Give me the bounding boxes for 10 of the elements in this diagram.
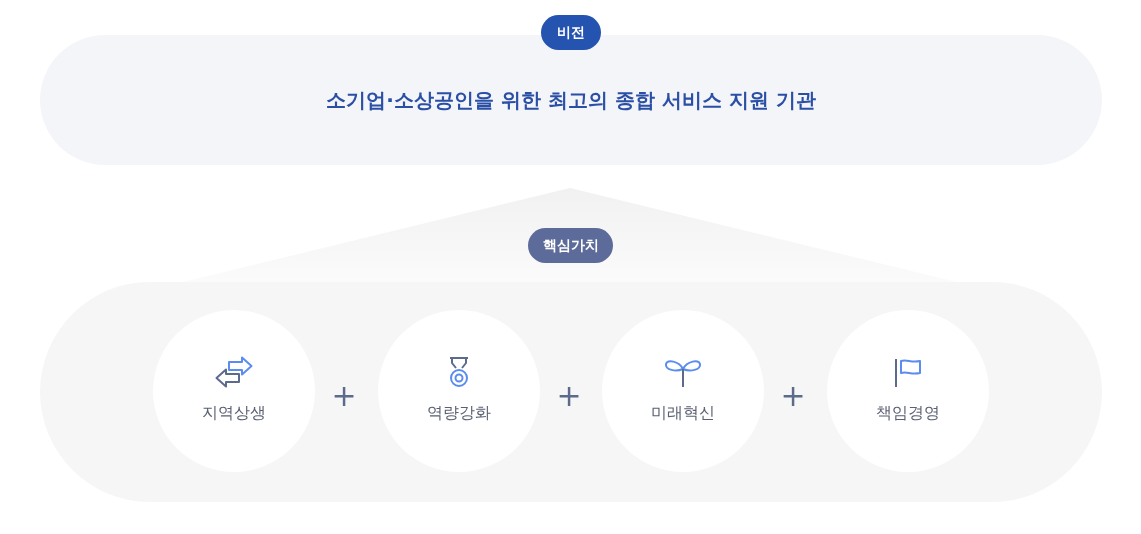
vision-badge: 비전 [541,15,601,50]
vision-statement: 소기업·소상공인을 위한 최고의 종합 서비스 지원 기관 [326,86,816,114]
value-label: 역량강화 [427,402,491,424]
value-label: 미래혁신 [651,402,715,424]
values-badge: 핵심가치 [528,228,613,263]
value-label: 책임경영 [876,402,940,424]
plus-sign: + [780,381,806,411]
plus-sign: + [331,381,357,411]
plus-sign: + [556,381,582,411]
value-label: 지역상생 [202,402,266,424]
